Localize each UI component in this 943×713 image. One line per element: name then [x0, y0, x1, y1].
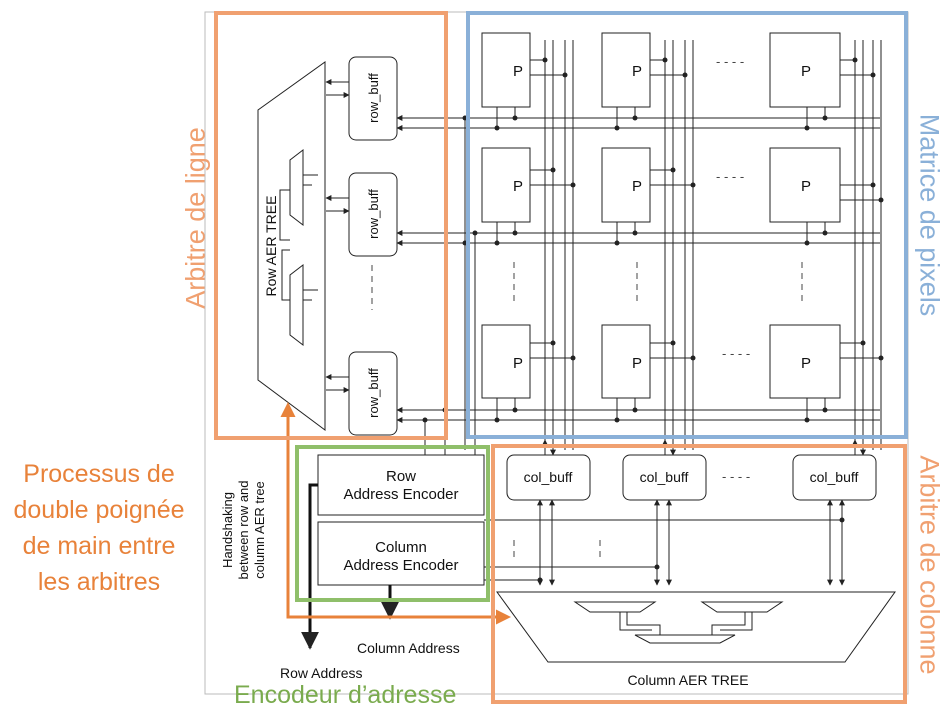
handshaking-label: Handshaking between row and column AER t… [220, 480, 267, 579]
pixel-label: P [513, 355, 523, 372]
col-tree-internals [573, 601, 784, 644]
row-buff-label: row_buff [366, 189, 381, 239]
pixel-label: P [632, 355, 642, 372]
pixel-labels: P P P P P P P P P [513, 63, 811, 372]
handshake-process-label: Processus de double poignée de main entr… [0, 456, 198, 600]
handshake-line: les arbitres [37, 568, 161, 596]
pixel-label: P [801, 178, 811, 195]
svg-text:column AER tree: column AER tree [252, 481, 267, 579]
col-wire-dots [537, 517, 845, 583]
pixel-cell [481, 324, 531, 399]
h-ellipsis: - - - - [716, 169, 744, 184]
row-aer-tree [257, 61, 326, 431]
pixel-cell [601, 147, 651, 223]
row-buff-label: row_buff [366, 73, 381, 123]
pixel-matrix-box [466, 11, 908, 439]
row-arbiter-label: Arbitre de ligne [180, 127, 211, 309]
pixel-cell [481, 147, 531, 223]
pixel-label: P [513, 178, 523, 195]
pixel-label: P [801, 63, 811, 80]
pixel-label: P [632, 63, 642, 80]
handshake-line: Processus de [23, 460, 175, 488]
pixel-cell [769, 32, 841, 108]
col-encoder-label: Column [375, 539, 427, 556]
row-tree-label: Row AER TREE [263, 196, 279, 297]
row-tree-internals [279, 148, 318, 347]
col-buff-label: col_buff [810, 469, 859, 485]
pixel-cell [601, 324, 651, 399]
h-ellipsis: - - - - [716, 54, 744, 69]
row-encoder-label: Address Encoder [343, 486, 458, 503]
column-aer-tree [496, 591, 896, 663]
col-buff-box [792, 454, 877, 501]
col-encoder-label: Address Encoder [343, 557, 458, 574]
column-address-label: Column Address [357, 640, 460, 656]
col-buff-label: col_buff [524, 469, 573, 485]
svg-text:between row and: between row and [236, 480, 251, 579]
encoder-box [295, 445, 490, 602]
pixel-cell [769, 324, 841, 399]
row-buff-label: row_buff [366, 368, 381, 418]
col-buff-label: col_buff [640, 469, 689, 485]
column-buffers [506, 454, 877, 501]
handshake-line: de main entre [22, 532, 176, 560]
row-arbiter-box [214, 11, 448, 440]
column-arbiter-box [491, 444, 907, 704]
handshake-line: double poignée [13, 496, 185, 524]
row-buff-box [348, 56, 398, 141]
col-buff-labels: col_buff col_buff col_buff [524, 469, 859, 485]
row-address-label: Row Address [280, 665, 362, 681]
handshake-arrow [280, 402, 511, 625]
row-buff-box [348, 172, 398, 257]
pixel-grid [481, 32, 841, 399]
row-encoder-label: Row [386, 468, 416, 485]
row-buff-labels: row_buff row_buff row_buff [366, 73, 381, 418]
pixel-label: P [513, 63, 523, 80]
pixel-cell [769, 147, 841, 223]
h-ellipsis: - - - - [722, 469, 750, 484]
pixel-matrix-label: Matrice de pixels [914, 113, 943, 317]
row-buffers [348, 56, 398, 436]
row-address-encoder [317, 454, 485, 516]
pixel-cell [601, 32, 651, 108]
col-buff-wiring [484, 439, 866, 586]
pixel-cell [481, 32, 531, 108]
encoder-label: Encodeur d’adresse [234, 681, 457, 709]
matrix-v-ellipses [371, 262, 803, 562]
svg-text:Handshaking: Handshaking [220, 492, 235, 568]
column-arbiter-label: Arbitre de colonne [914, 455, 943, 675]
address-output-labels: Row Address Column Address [280, 640, 460, 681]
pixel-label: P [801, 355, 811, 372]
h-ellipsis: - - - - [722, 346, 750, 361]
matrix-ellipses: - - - - - - - - - - - - - - - - [716, 54, 750, 484]
col-tree-label: Column AER TREE [627, 672, 748, 688]
pixel-label: P [632, 178, 642, 195]
